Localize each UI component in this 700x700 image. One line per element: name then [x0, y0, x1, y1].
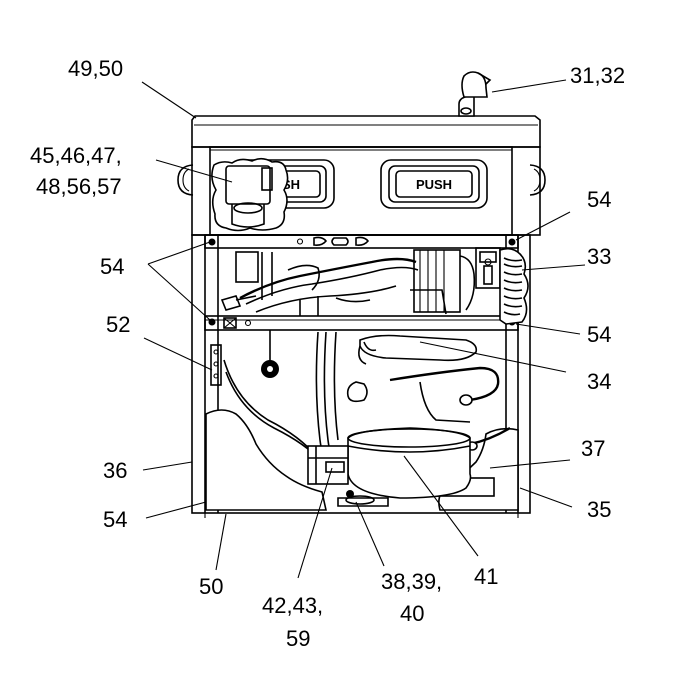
- screw-mid-left: [208, 318, 216, 326]
- callout-42-line2: 59: [286, 626, 310, 651]
- callout-52: 52: [106, 312, 130, 337]
- top-cover: [191, 115, 541, 148]
- cutaway-valve-assembly: [211, 157, 289, 232]
- leader-lines: [141, 79, 586, 579]
- callout-33: 33: [587, 244, 611, 269]
- side-knob-left: [177, 164, 194, 196]
- callout-54-top-right: 54: [587, 187, 611, 212]
- side-knob-right: [529, 164, 546, 196]
- callout-41: 41: [474, 564, 498, 589]
- callout-labels: 49,50 31,32 45,46,47, 48,56,57 54 33 54 …: [30, 56, 625, 651]
- push-button-right: PUSH: [380, 159, 488, 209]
- callout-37: 37: [581, 436, 605, 461]
- callout-38-line2: 40: [400, 601, 424, 626]
- callout-45-line2: 48,56,57: [36, 174, 122, 199]
- middle-crossbar: [204, 315, 519, 331]
- bubbler-spout: [458, 71, 492, 117]
- right-cutaway-heat-exchanger: [499, 247, 529, 325]
- callout-54-mid-right: 54: [587, 322, 611, 347]
- screw-top-right: [508, 238, 516, 246]
- top-crossbar: [204, 234, 519, 249]
- screw-top-left: [208, 238, 216, 246]
- callout-54-left: 54: [100, 254, 124, 279]
- callout-36: 36: [103, 458, 127, 483]
- callout-38-line1: 38,39,: [381, 569, 442, 594]
- push-button-right-label: PUSH: [416, 177, 452, 192]
- callout-45-line1: 45,46,47,: [30, 143, 122, 168]
- callout-54-bottom-left: 54: [103, 507, 127, 532]
- callout-31-32: 31,32: [570, 63, 625, 88]
- callout-35: 35: [587, 497, 611, 522]
- callout-50: 50: [199, 574, 223, 599]
- callout-49-50: 49,50: [68, 56, 123, 81]
- upper-interior: [220, 247, 501, 316]
- callout-34: 34: [587, 369, 611, 394]
- callout-42-line1: 42,43,: [262, 593, 323, 618]
- lower-interior: [205, 330, 519, 511]
